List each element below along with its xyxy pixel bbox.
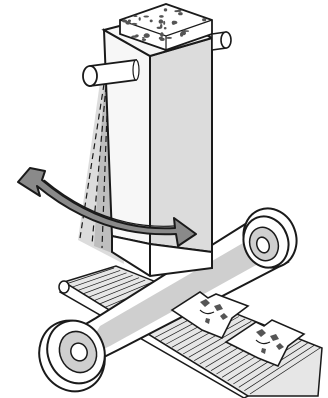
texture-speck — [157, 27, 162, 29]
texture-speck — [131, 23, 138, 25]
texture-speck — [144, 33, 150, 38]
texture-speck — [160, 32, 164, 37]
texture-speck — [150, 20, 153, 23]
texture-speck — [202, 18, 206, 21]
texture-speck — [164, 8, 167, 11]
texture-speck — [159, 15, 164, 18]
texture-speck — [166, 37, 172, 39]
right-axle-pin — [212, 32, 231, 50]
texture-speck — [183, 30, 186, 33]
vertical-column — [104, 14, 212, 276]
texture-speck — [163, 21, 165, 25]
texture-speck — [133, 15, 137, 17]
texture-speck — [142, 39, 146, 41]
texture-speck — [164, 27, 167, 29]
texture-speck — [160, 38, 165, 41]
texture-speck — [142, 37, 145, 39]
texture-speck — [159, 19, 164, 23]
texture-speck — [178, 12, 183, 15]
texture-speck — [172, 21, 178, 25]
texture-speck — [122, 20, 127, 23]
texture-speck — [128, 20, 131, 23]
texture-speck — [143, 16, 149, 18]
texture-speck — [139, 17, 141, 21]
texture-speck — [131, 35, 137, 37]
texture-speck — [174, 10, 178, 12]
